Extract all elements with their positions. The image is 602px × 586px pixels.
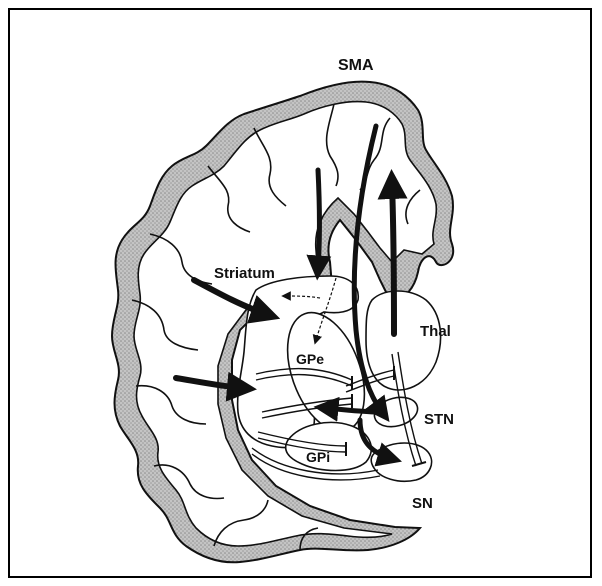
label-sn: SN bbox=[412, 495, 433, 512]
label-sma: SMA bbox=[338, 57, 374, 74]
label-stn: STN bbox=[424, 411, 454, 428]
label-gpi: GPi bbox=[306, 449, 330, 465]
label-gpe: GPe bbox=[296, 351, 324, 367]
label-thal: Thal bbox=[420, 323, 451, 340]
label-striatum: Striatum bbox=[214, 265, 275, 282]
